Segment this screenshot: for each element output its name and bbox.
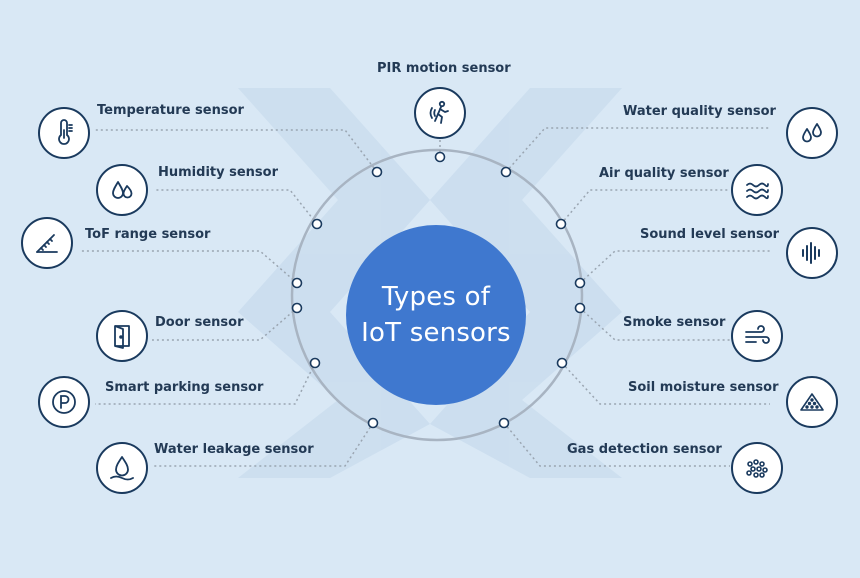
sound-bars-icon bbox=[786, 227, 838, 279]
label-smoke: Smoke sensor bbox=[623, 315, 726, 330]
connector-smoke bbox=[579, 307, 730, 341]
ring-node-water-leakage bbox=[367, 417, 379, 429]
label-smart-parking: Smart parking sensor bbox=[105, 380, 264, 395]
connector-tof bbox=[80, 250, 298, 284]
ring-node-gas bbox=[498, 417, 510, 429]
label-sound-level: Sound level sensor bbox=[640, 227, 780, 242]
label-tof-range: ToF range sensor bbox=[85, 227, 211, 242]
ring-node-pir bbox=[434, 151, 446, 163]
ring-node-temperature bbox=[371, 166, 383, 178]
ring-node-humidity bbox=[311, 218, 323, 230]
ring-node-soil bbox=[556, 357, 568, 369]
outer-ring bbox=[290, 148, 584, 442]
label-water-leakage: Water leakage sensor bbox=[154, 442, 314, 457]
label-water-quality: Water quality sensor bbox=[623, 104, 776, 119]
drops-icon bbox=[786, 107, 838, 159]
connector-air-quality bbox=[560, 189, 730, 225]
connector-sound bbox=[579, 250, 770, 284]
title-line-2: IoT sensors bbox=[361, 318, 511, 348]
ring-node-water-quality bbox=[500, 166, 512, 178]
soil-icon bbox=[786, 376, 838, 428]
label-pir-motion: PIR motion sensor bbox=[377, 61, 511, 76]
label-soil-moisture: Soil moisture sensor bbox=[628, 380, 779, 395]
connector-humidity bbox=[155, 189, 318, 225]
thermometer-icon bbox=[38, 107, 90, 159]
center-title: Types of IoT sensors bbox=[346, 225, 526, 405]
ruler-icon bbox=[21, 217, 73, 269]
door-icon bbox=[96, 310, 148, 362]
title-line-1: Types of bbox=[381, 282, 491, 312]
ring-node-parking bbox=[309, 357, 321, 369]
water-drop-icon bbox=[96, 442, 148, 494]
waves-icon bbox=[731, 164, 783, 216]
parking-icon bbox=[38, 376, 90, 428]
ring-node-tof bbox=[291, 277, 303, 289]
watermark-logo bbox=[238, 88, 622, 478]
droplets-icon bbox=[96, 164, 148, 216]
label-gas-detection: Gas detection sensor bbox=[567, 442, 722, 457]
connector-parking bbox=[95, 362, 316, 405]
label-door: Door sensor bbox=[155, 315, 244, 330]
ring-node-sound bbox=[574, 277, 586, 289]
label-temperature: Temperature sensor bbox=[97, 103, 244, 118]
wind-icon bbox=[731, 310, 783, 362]
connector-water-leakage bbox=[152, 422, 374, 467]
connector-soil bbox=[561, 362, 770, 405]
ring-node-door bbox=[291, 302, 303, 314]
label-air-quality: Air quality sensor bbox=[599, 166, 729, 181]
connector-door bbox=[152, 307, 298, 341]
ring-node-air-quality bbox=[555, 218, 567, 230]
ring-node-smoke bbox=[574, 302, 586, 314]
motion-icon bbox=[414, 87, 466, 139]
connector-gas bbox=[503, 422, 730, 467]
gas-icon bbox=[731, 442, 783, 494]
label-humidity: Humidity sensor bbox=[158, 165, 279, 180]
